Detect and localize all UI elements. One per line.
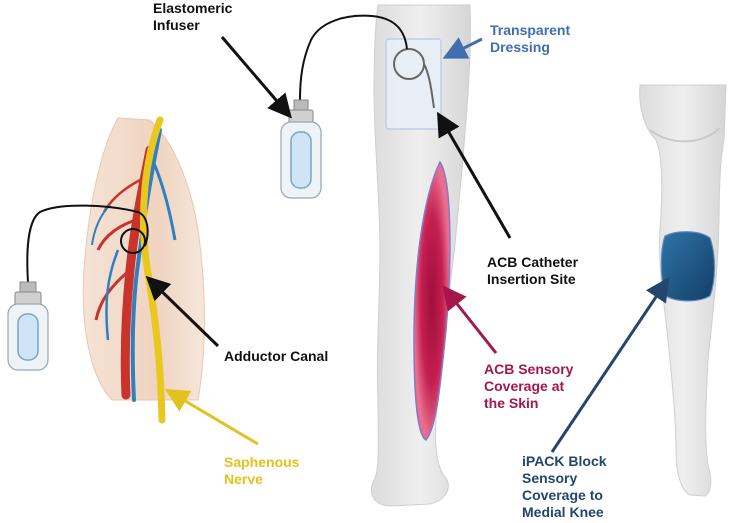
acb-coverage-zone (413, 160, 451, 441)
vein-branch (105, 249, 120, 341)
label-adductor-canal: Adductor Canal (224, 348, 329, 364)
label-acb-catheter-site: ACB Catheter Insertion Site (487, 254, 579, 287)
arrow-dressing (442, 37, 483, 59)
arrow-infuser (220, 36, 292, 119)
infuser-bottle-left (7, 281, 49, 371)
catheter-loop (120, 228, 146, 254)
infuser-bottle-top (280, 99, 322, 199)
label-acb-sensory-coverage: ACB Sensory Coverage at the Skin (484, 361, 574, 411)
catheter-tubing (26, 204, 149, 283)
saphenous-nerve-path (140, 116, 166, 424)
arrow-acb-sensory (442, 285, 498, 354)
label-ipack-block: iPACK Block Sensory Coverage to Medial K… (522, 453, 607, 520)
artery-branch (96, 218, 137, 251)
popliteal-crease (649, 127, 721, 143)
label-transparent-dressing: Transparent Dressing (490, 22, 571, 55)
thigh-anatomy (26, 116, 205, 424)
infuser-tubing (299, 14, 408, 101)
ipack-coverage-zone (660, 231, 716, 302)
dressing-tubing (423, 63, 435, 109)
arrow-ipack (550, 277, 670, 453)
label-saphenous-nerve: Saphenous Nerve (224, 454, 300, 487)
arrow-catheter-site (436, 111, 512, 239)
middle-leg (299, 4, 471, 507)
transparent-dressing (385, 38, 442, 130)
femoral-vein (130, 128, 162, 402)
label-elastomeric-infuser: Elastomeric Infuser (153, 0, 233, 33)
right-leg (639, 84, 727, 497)
arrow-saphenous (164, 388, 259, 446)
arrow-adductor-canal (145, 275, 220, 348)
